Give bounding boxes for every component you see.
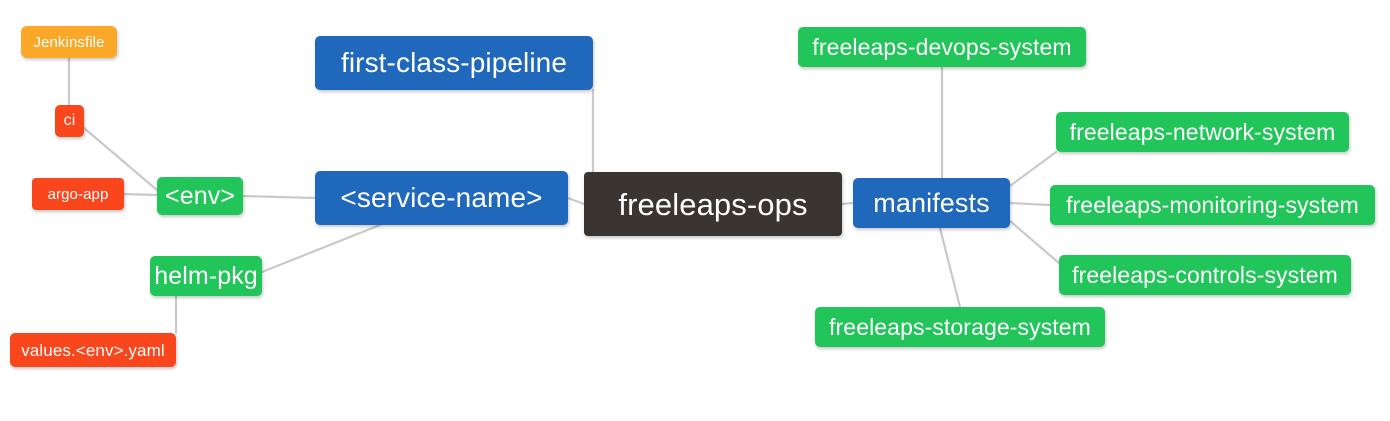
node-label-ci: ci bbox=[63, 112, 76, 129]
node-jenkinsfile[interactable]: Jenkinsfile bbox=[21, 26, 117, 58]
node-label-root: freeleaps-ops bbox=[618, 186, 808, 222]
node-values-yaml[interactable]: values.<env>.yaml bbox=[10, 333, 176, 367]
edge-service-name-to-helm-pkg bbox=[260, 223, 382, 274]
node-devops-system[interactable]: freeleaps-devops-system bbox=[798, 27, 1086, 67]
node-service-name[interactable]: <service-name> bbox=[315, 171, 568, 225]
node-label-helm-pkg: helm-pkg bbox=[154, 261, 258, 290]
node-label-argo-app: argo-app bbox=[47, 185, 109, 203]
node-argo-app[interactable]: argo-app bbox=[32, 178, 124, 210]
edge-root-to-service-name bbox=[566, 196, 586, 206]
edge-manifests-to-controls-system bbox=[1008, 219, 1061, 265]
node-label-controls-system: freeleaps-controls-system bbox=[1072, 261, 1338, 288]
node-label-values-yaml: values.<env>.yaml bbox=[21, 340, 165, 360]
node-network-system[interactable]: freeleaps-network-system bbox=[1056, 112, 1349, 152]
edge-env-to-argo-app bbox=[122, 192, 159, 197]
edge-service-name-to-env bbox=[241, 194, 317, 200]
node-label-manifests: manifests bbox=[873, 187, 990, 218]
node-first-class[interactable]: first-class-pipeline bbox=[315, 36, 593, 90]
edge-root-to-manifests bbox=[840, 201, 855, 206]
node-label-monitoring-system: freeleaps-monitoring-system bbox=[1066, 191, 1359, 218]
node-helm-pkg[interactable]: helm-pkg bbox=[150, 256, 262, 296]
edge-manifests-to-network-system bbox=[1008, 150, 1058, 188]
node-label-devops-system: freeleaps-devops-system bbox=[812, 33, 1072, 60]
edge-manifests-to-storage-system bbox=[938, 226, 962, 309]
node-label-service-name: <service-name> bbox=[340, 182, 543, 213]
node-env[interactable]: <env> bbox=[157, 177, 243, 215]
node-label-first-class: first-class-pipeline bbox=[340, 47, 568, 78]
node-monitoring-system[interactable]: freeleaps-monitoring-system bbox=[1050, 185, 1375, 225]
node-storage-system[interactable]: freeleaps-storage-system bbox=[815, 307, 1105, 347]
node-label-storage-system: freeleaps-storage-system bbox=[829, 313, 1091, 340]
node-controls-system[interactable]: freeleaps-controls-system bbox=[1059, 255, 1351, 295]
node-ci[interactable]: ci bbox=[55, 105, 84, 137]
edge-manifests-to-monitoring-system bbox=[1008, 201, 1052, 207]
node-label-jenkinsfile: Jenkinsfile bbox=[33, 33, 105, 51]
node-root[interactable]: freeleaps-ops bbox=[584, 172, 842, 236]
node-label-network-system: freeleaps-network-system bbox=[1069, 118, 1336, 145]
node-manifests[interactable]: manifests bbox=[853, 178, 1010, 228]
node-label-env: <env> bbox=[165, 181, 236, 210]
